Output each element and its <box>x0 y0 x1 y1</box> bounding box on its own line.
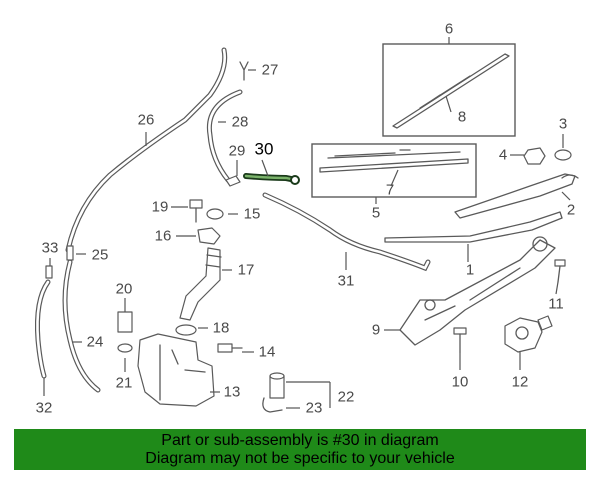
callout-12: 12 <box>512 374 529 391</box>
callout-22: 22 <box>338 389 355 406</box>
hose-28 <box>206 89 243 183</box>
callout-8: 8 <box>458 109 466 126</box>
callout-18: 18 <box>213 320 230 337</box>
wiper-arm-2 <box>454 173 579 219</box>
banner-line-1: Part or sub-assembly is #30 in diagram <box>161 432 439 449</box>
filler-neck-17 <box>179 247 222 321</box>
hose-24 <box>62 259 101 393</box>
callout-13: 13 <box>224 384 241 401</box>
pump-20 <box>117 311 133 333</box>
callout-29: 29 <box>229 143 246 160</box>
callout-33: 33 <box>42 240 59 257</box>
bolt-11 <box>554 259 566 283</box>
banner-line-2: Diagram may not be specific to your vehi… <box>145 450 455 467</box>
callout-10: 10 <box>452 374 469 391</box>
callout-26: 26 <box>138 112 155 129</box>
callout-17: 17 <box>238 262 255 279</box>
o-ring-15 <box>206 208 224 220</box>
callout-28: 28 <box>232 114 249 131</box>
exploded-parts-diagram: 1 2 3 4 5 6 7 8 9 10 11 12 13 14 15 16 1… <box>35 21 579 417</box>
connector-25 <box>66 245 74 261</box>
callout-16: 16 <box>155 228 172 245</box>
grommet-21 <box>117 343 133 353</box>
connector-29 <box>225 175 241 187</box>
wiper-blade-5-box <box>311 143 477 204</box>
callout-20: 20 <box>116 281 133 298</box>
wiper-linkage-9 <box>399 236 556 346</box>
leader-lines <box>43 69 571 409</box>
info-banner: Part or sub-assembly is #30 in diagram D… <box>14 429 586 470</box>
sensor-22 <box>262 372 285 413</box>
callout-5: 5 <box>372 205 380 222</box>
hose-32 <box>35 279 51 379</box>
hose-31 <box>262 192 431 272</box>
bolt-10 <box>453 327 467 353</box>
callout-21: 21 <box>116 375 133 392</box>
wiper-blade-6-box <box>382 37 516 137</box>
nut-4 <box>523 147 546 165</box>
callout-19: 19 <box>152 199 169 216</box>
callout-3: 3 <box>559 116 567 133</box>
callout-30-highlighted: 30 <box>255 140 274 159</box>
callout-24: 24 <box>87 334 104 351</box>
callout-6: 6 <box>445 21 453 38</box>
bolt-14 <box>217 343 243 353</box>
callout-15: 15 <box>244 206 261 223</box>
callout-4: 4 <box>499 147 507 164</box>
callout-9: 9 <box>372 322 380 339</box>
hose-26 <box>65 47 228 253</box>
callout-7: 7 <box>386 182 394 199</box>
reservoir-13 <box>137 333 215 407</box>
wiper-motor-12 <box>504 315 553 353</box>
callout-31: 31 <box>338 273 355 290</box>
callout-32: 32 <box>36 400 53 417</box>
callout-14: 14 <box>259 344 276 361</box>
callout-1: 1 <box>466 262 474 279</box>
callout-25: 25 <box>92 247 109 264</box>
callout-27: 27 <box>262 62 279 79</box>
connector-33 <box>45 265 53 279</box>
pump-16 <box>197 227 221 245</box>
bolt-19 <box>189 199 203 223</box>
callout-23: 23 <box>306 400 323 417</box>
callout-labels: 1 2 3 4 5 6 7 8 9 10 11 12 13 14 15 16 1… <box>36 21 576 417</box>
connector-27 <box>239 61 249 81</box>
wiper-arm-1 <box>384 211 563 243</box>
callout-2: 2 <box>567 202 575 219</box>
o-ring-18 <box>175 324 197 336</box>
callout-11: 11 <box>548 296 564 313</box>
hose-30-highlighted <box>243 173 300 185</box>
cap-3 <box>554 149 572 161</box>
